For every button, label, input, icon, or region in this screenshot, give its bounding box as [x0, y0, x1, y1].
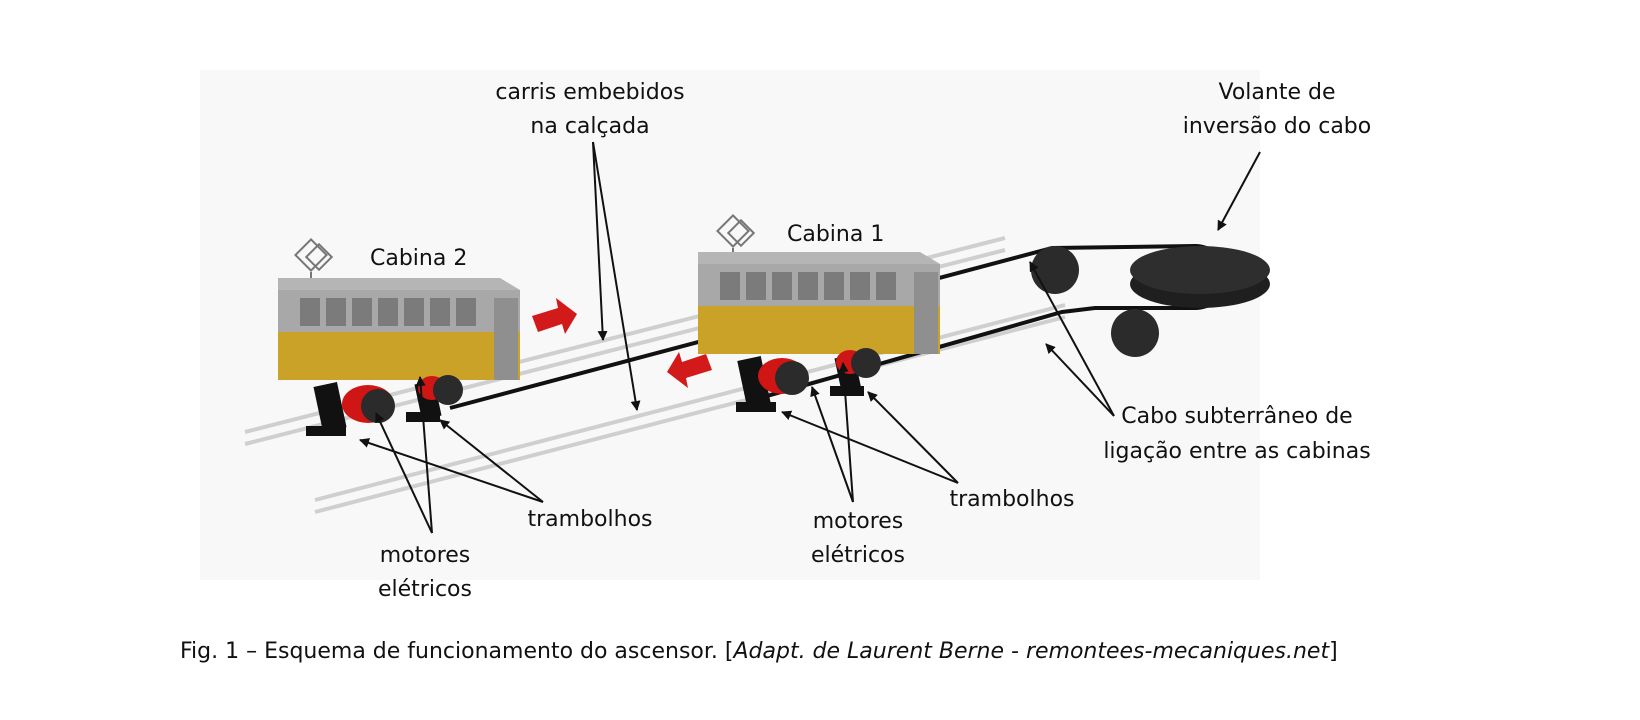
label-cabina-1: Cabina 1 — [787, 222, 884, 247]
label-carris-line2: na calçada — [530, 114, 649, 139]
caption-prefix: Fig. 1 – Esquema de funcionamento do asc… — [180, 639, 733, 664]
direction-arrow-up-icon — [532, 298, 577, 334]
label-trambolhos-right: trambolhos — [950, 487, 1075, 512]
tram-cabina-2 — [278, 238, 520, 436]
pulley-upper — [1031, 246, 1079, 294]
direction-arrow-down-icon — [667, 352, 712, 388]
pantograph-icon — [294, 238, 334, 282]
pointer-lines — [359, 141, 1261, 534]
label-carris-line1: carris embebidos — [495, 80, 684, 105]
label-trambolhos-left: trambolhos — [528, 507, 653, 532]
label-motores-right-line1: motores — [813, 509, 904, 534]
label-motores-left-line1: motores — [380, 543, 471, 568]
pulley-lower — [1111, 309, 1159, 357]
figure-caption: Fig. 1 – Esquema de funcionamento do asc… — [180, 639, 1338, 664]
label-motores-left-line2: elétricos — [378, 577, 472, 602]
label-motores-right-line2: elétricos — [811, 543, 905, 568]
reversing-wheel — [1130, 246, 1270, 308]
caption-suffix: ] — [1329, 639, 1338, 664]
label-volante-line1: Volante de — [1219, 80, 1336, 105]
tram-cabina-1 — [698, 214, 940, 412]
caption-source: Adapt. de Laurent Berne - remontees-meca… — [731, 639, 1330, 664]
label-cabina-2: Cabina 2 — [370, 246, 467, 271]
label-cabo-line1: Cabo subterrâneo de — [1121, 404, 1352, 429]
label-cabo-line2: ligação entre as cabinas — [1103, 439, 1370, 464]
label-volante-line2: inversão do cabo — [1183, 114, 1371, 139]
